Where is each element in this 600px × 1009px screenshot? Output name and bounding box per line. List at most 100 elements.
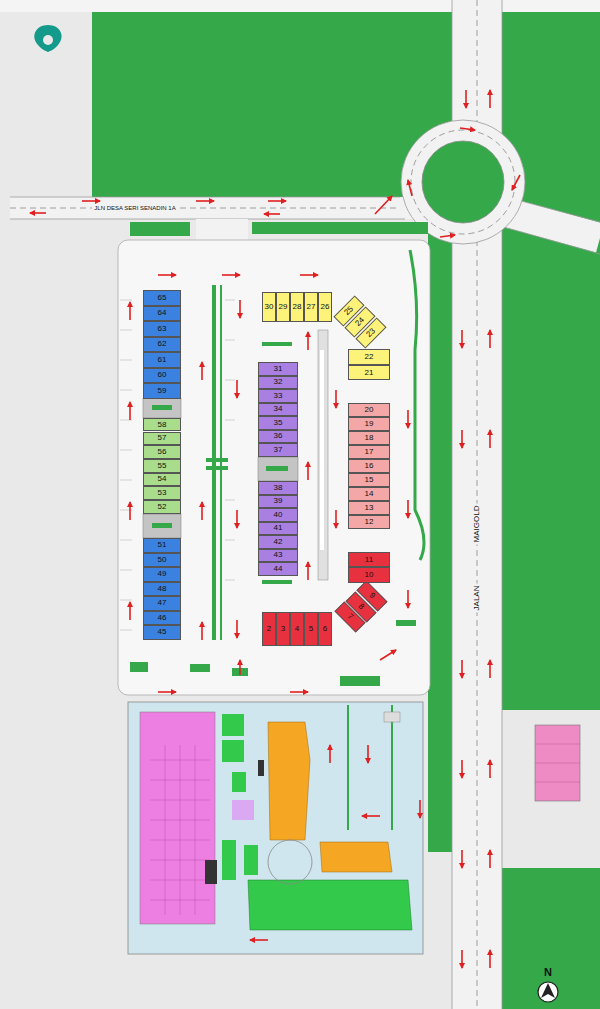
parking-lot: 26 (318, 292, 332, 322)
lot-number: 13 (365, 504, 374, 512)
parking-lot: 3 (276, 612, 290, 646)
lot-number: 43 (274, 551, 283, 559)
parking-lot: 27 (304, 292, 318, 322)
parking-lot: 11 (348, 552, 390, 567)
parking-lot: 19 (348, 417, 390, 431)
lot-number: 62 (158, 340, 167, 348)
parking-lot: 44 (258, 562, 298, 576)
lot-number: 3 (281, 625, 285, 633)
parking-lot: 28 (290, 292, 304, 322)
parking-lot: 53 (143, 486, 181, 500)
parking-lot: 45 (143, 625, 181, 640)
lot-number: 51 (158, 541, 167, 549)
lot-number: 47 (158, 599, 167, 607)
parking-lot: 38 (258, 481, 298, 495)
lot-number: 53 (158, 489, 167, 497)
parking-lot: 37 (258, 443, 298, 457)
lot-number: 44 (274, 565, 283, 573)
parking-lot: 65 (143, 290, 181, 306)
parking-lot: 22 (348, 349, 390, 365)
lot-number: 41 (274, 524, 283, 532)
lot-number: 40 (274, 511, 283, 519)
parking-lot: 62 (143, 337, 181, 353)
lot-number: 45 (158, 628, 167, 636)
parking-lot: 56 (143, 445, 181, 459)
parking-lot: 61 (143, 352, 181, 368)
lot-number: 4 (295, 625, 299, 633)
lot-number: 9 (368, 592, 377, 601)
lot-number: 64 (158, 309, 167, 317)
lot-number: 23 (365, 327, 377, 339)
parking-lot: 39 (258, 495, 298, 509)
lot-number: 19 (365, 420, 374, 428)
lot-number: 26 (321, 303, 330, 311)
lot-number: 54 (158, 475, 167, 483)
parking-lot: 30 (262, 292, 276, 322)
lot-number: 48 (158, 585, 167, 593)
lot-number: 21 (365, 369, 374, 377)
parking-lot: 59 (143, 383, 181, 399)
parking-lot: 34 (258, 403, 298, 417)
parking-lot: 49 (143, 567, 181, 582)
lot-number: 20 (365, 406, 374, 414)
parking-lot: 46 (143, 611, 181, 626)
lot-number: 5 (309, 625, 313, 633)
compass-label: N (542, 966, 554, 979)
lot-number: 2 (267, 625, 271, 633)
lot-number: 32 (274, 378, 283, 386)
parking-lot: 54 (143, 473, 181, 487)
parking-lot: 58 (143, 418, 181, 432)
road-name: JLN DESA SERI SENADIN 1A (92, 204, 177, 212)
lot-number: 10 (365, 571, 374, 579)
lot-number: 61 (158, 356, 167, 364)
lot-number: 60 (158, 371, 167, 379)
lot-number: 58 (158, 421, 167, 429)
lot-number: 34 (274, 405, 283, 413)
lot-number: 39 (274, 497, 283, 505)
lot-number: 52 (158, 503, 167, 511)
lot-number: 11 (365, 556, 373, 564)
parking-lot: 42 (258, 535, 298, 549)
lot-number: 59 (158, 387, 167, 395)
lot-number: 36 (274, 432, 283, 440)
parking-lot: 21 (348, 365, 390, 380)
lot-number: 46 (158, 614, 167, 622)
parking-lot: 57 (143, 432, 181, 446)
lot-number: 50 (158, 556, 167, 564)
lot-number: 57 (158, 434, 167, 442)
parking-lot: 4 (290, 612, 304, 646)
road-name: MAIGOLD (472, 504, 482, 545)
lot-number: 30 (265, 303, 274, 311)
lot-number: 17 (365, 448, 374, 456)
parking-lot: 32 (258, 376, 298, 390)
lot-number: 33 (274, 392, 283, 400)
lot-number: 25 (343, 305, 355, 317)
parking-lot: 47 (143, 596, 181, 611)
parking-lot: 2 (262, 612, 276, 646)
lot-number: 8 (357, 603, 366, 612)
lot-number: 38 (274, 484, 283, 492)
lot-number: 29 (279, 303, 288, 311)
parking-lot: 55 (143, 459, 181, 473)
lot-number: 55 (158, 462, 167, 470)
parking-lot: 48 (143, 582, 181, 597)
parking-lot: 18 (348, 431, 390, 445)
parking-lot: 5 (304, 612, 318, 646)
parking-lot: 63 (143, 321, 181, 337)
lot-number: 15 (365, 476, 374, 484)
parking-lot: 36 (258, 430, 298, 444)
parking-lot: 14 (348, 487, 390, 501)
parking-lot: 16 (348, 459, 390, 473)
parking-lot: 33 (258, 389, 298, 403)
parking-lot: 15 (348, 473, 390, 487)
lot-number: 27 (307, 303, 316, 311)
road-name: JALAN (472, 584, 482, 613)
lot-number: 35 (274, 419, 283, 427)
lot-number: 42 (274, 538, 283, 546)
parking-lot: 17 (348, 445, 390, 459)
parking-lot: 64 (143, 306, 181, 322)
lot-number: 37 (274, 446, 283, 454)
lot-number: 24 (354, 316, 366, 328)
parking-lot: 52 (143, 500, 181, 514)
